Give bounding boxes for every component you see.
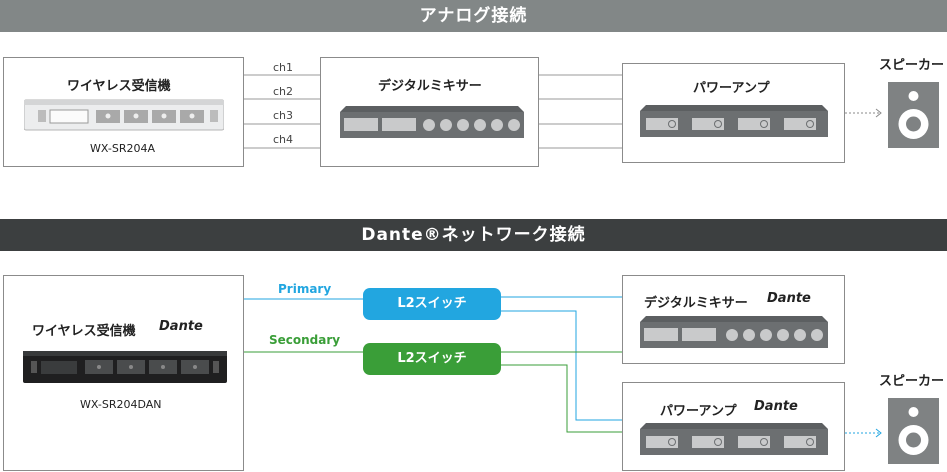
dante-receiver-label: ワイヤレス受信機	[32, 324, 136, 339]
channel-label-2: ch2	[273, 85, 294, 98]
dante-logo-receiver: Dante	[159, 319, 203, 334]
analog-receiver-box: ワイヤレス受信機 WX-SR204A	[3, 57, 244, 167]
primary-network-label: Primary	[278, 282, 332, 296]
dante-mixer-label: デジタルミキサー	[644, 296, 748, 311]
dante-amp-box: パワーアンプ Dante	[622, 382, 845, 471]
analog-receiver-model: WX-SR204A	[90, 142, 155, 155]
primary-network-lines	[244, 296, 622, 421]
analog-speaker-label: スピーカー	[879, 58, 945, 73]
analog-receiver-label: ワイヤレス受信機	[67, 79, 171, 94]
speaker-icon	[888, 82, 939, 148]
dante-receiver-box: ワイヤレス受信機 Dante WX-SR204DAN	[3, 275, 244, 471]
black-receiver-device-icon	[23, 351, 227, 383]
mixer-device-icon	[340, 106, 524, 138]
silver-receiver-device-icon	[24, 99, 224, 131]
analog-channel-lines	[244, 74, 622, 149]
dante-receiver-model: WX-SR204DAN	[80, 398, 162, 411]
primary-l2-switch: L2スイッチ	[363, 288, 501, 320]
dante-section-title: Dante®ネットワーク接続	[0, 219, 947, 251]
secondary-network-lines	[244, 351, 622, 433]
channel-label-3: ch3	[273, 109, 294, 122]
dante-speaker-icon	[888, 398, 939, 464]
secondary-network-label: Secondary	[269, 333, 341, 347]
dante-mixer-device-icon	[640, 316, 828, 348]
secondary-l2-switch: L2スイッチ	[363, 343, 501, 375]
channel-label-1: ch1	[273, 61, 294, 74]
analog-amp-label: パワーアンプ	[693, 81, 770, 96]
analog-mixer-label: デジタルミキサー	[378, 79, 482, 94]
dante-speaker-label: スピーカー	[879, 374, 945, 389]
analog-amp-box: パワーアンプ	[622, 63, 845, 163]
analog-mixer-box: デジタルミキサー	[320, 57, 539, 167]
channel-label-4: ch4	[273, 133, 294, 146]
dante-logo-amp: Dante	[754, 399, 798, 414]
dante-amp-label: パワーアンプ	[660, 404, 737, 419]
dante-mixer-box: デジタルミキサー Dante	[622, 275, 845, 364]
dante-power-amp-device-icon	[640, 423, 828, 455]
power-amp-device-icon	[640, 105, 828, 137]
dante-logo-mixer: Dante	[767, 291, 811, 306]
analog-section-title: アナログ接続	[0, 0, 947, 32]
